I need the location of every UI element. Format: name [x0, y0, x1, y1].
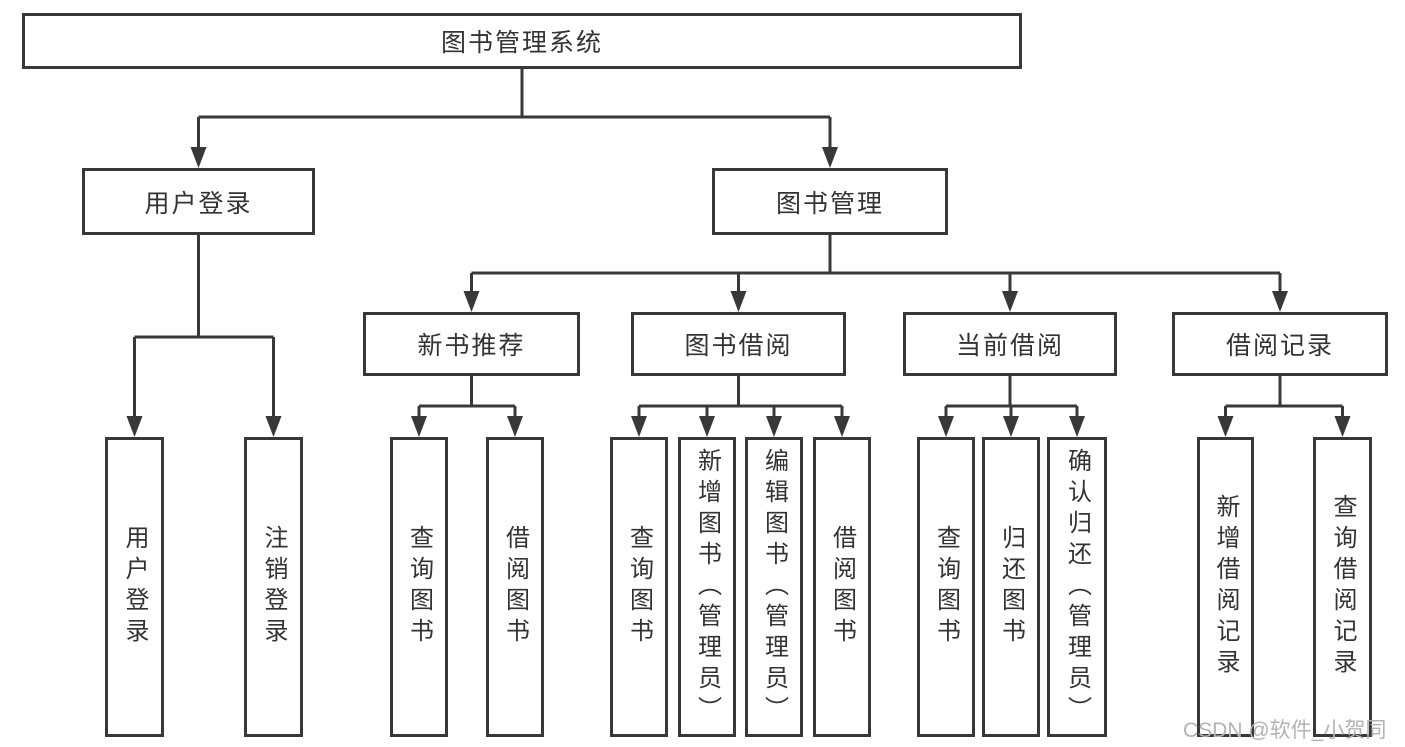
- leaf-borrow-books: 借阅图书: [813, 437, 871, 737]
- node-current-borrowing: 当前借阅: [903, 312, 1117, 376]
- node-book-management: 图书管理: [712, 168, 948, 235]
- node-borrowing-records: 借阅记录: [1172, 312, 1388, 376]
- leaf-add-borrow-record: 新增借阅记录: [1197, 437, 1254, 737]
- watermark-csdn: CSDN @软件_小贺同学: [1183, 719, 1387, 742]
- node-book-management-system: 图书管理系统: [22, 13, 1022, 69]
- leaf-confirm-return-admin: 确认归还（管理员）: [1047, 437, 1107, 737]
- node-user-login: 用户登录: [82, 168, 315, 235]
- leaf-add-books-admin: 新增图书（管理员）: [678, 437, 736, 737]
- leaf-query-books: 查询图书: [390, 437, 448, 737]
- leaf-query-books: 查询图书: [917, 437, 975, 737]
- leaf-edit-books-admin: 编辑图书（管理员）: [745, 437, 803, 737]
- leaf-return-books: 归还图书: [982, 437, 1040, 737]
- leaf-query-books: 查询图书: [610, 437, 668, 737]
- node-book-borrowing: 图书借阅: [631, 312, 846, 376]
- leaf-logout-login: 注销登录: [244, 437, 303, 737]
- leaf-user-login: 用户登录: [105, 437, 164, 737]
- leaf-query-borrow-record: 查询借阅记录: [1313, 437, 1372, 737]
- node-new-book-recommendation: 新书推荐: [363, 312, 580, 376]
- leaf-borrow-books: 借阅图书: [486, 437, 544, 737]
